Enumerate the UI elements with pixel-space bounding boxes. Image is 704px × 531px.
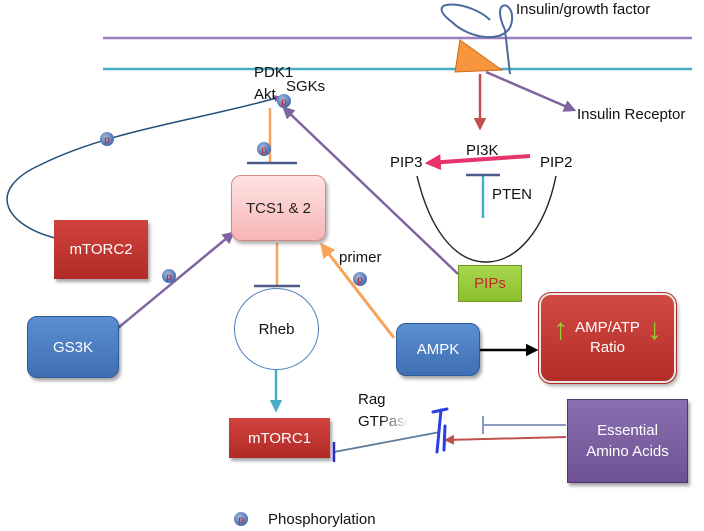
essential-line1: Essential (597, 422, 658, 439)
mtorc1-node: mTORC1 (229, 418, 330, 458)
ratio-down-arrow-icon: ↓ (647, 313, 662, 346)
ampk-to-tcs-arrow (320, 242, 396, 339)
svg-text:p: p (238, 515, 244, 526)
rag-to-mtorc1-line (333, 431, 441, 453)
ratio-text: AMP/ATP Ratio (575, 318, 640, 359)
svg-text:p: p (104, 135, 110, 146)
pip2-to-pip3-arrow (424, 154, 531, 171)
receptor-triangle-icon (454, 39, 504, 73)
insulin-ligand-icon (440, 3, 514, 75)
phospho-tcs-top-icon: p (257, 142, 271, 156)
pip2-label: PIP2 (540, 154, 573, 171)
essential-line2: Amino Acids (586, 443, 669, 460)
ratio-line2: Ratio (589, 339, 625, 356)
rag-inhibitor-mark-icon (431, 407, 449, 454)
rag-label: Rag (358, 391, 386, 408)
svg-text:p: p (166, 272, 172, 283)
sgks-label: SGKs (286, 78, 326, 95)
gs3k-node: GS3K (27, 316, 119, 378)
phospho-markers: p p p p p p (100, 94, 367, 526)
pips-to-akt-arrow (282, 106, 459, 275)
pips-node: PIPs (458, 265, 522, 302)
pten-label: PTEN (492, 186, 533, 203)
phospho-mtorc2-loop-icon: p (100, 132, 114, 146)
ratio-up-arrow-icon: ↑ (553, 313, 568, 346)
pi3k-label: PI3K (466, 142, 499, 159)
insulin-receptor-label: Insulin Receptor (577, 106, 686, 123)
amp-atp-ratio-node: ↑ AMP/ATP Ratio ↓ (538, 292, 677, 384)
mtorc2-to-akt-curve (6, 95, 282, 239)
ampk-node: AMPK (396, 323, 480, 376)
phospho-akt-icon: p (277, 94, 291, 108)
tcs-node: TCS1 & 2 (231, 175, 326, 241)
legend-phosphorylation-label: Phosphorylation (268, 511, 376, 528)
mtorc2-node: mTORC2 (54, 220, 148, 279)
primer-label: primer (339, 249, 382, 266)
insulin-growth-factor-label: Insulin/growth factor (516, 1, 651, 18)
essential-amino-acids-node: Essential Amino Acids (567, 399, 688, 483)
ratio-line1: AMP/ATP (575, 318, 640, 336)
pdk1-label: PDK1 (254, 64, 294, 81)
pip-cycle-curve (416, 175, 557, 263)
phospho-ampk-icon: p (353, 272, 367, 286)
rheb-node: Rheb (234, 288, 319, 370)
gtpases-label: GTPases (358, 413, 421, 430)
svg-text:p: p (357, 275, 363, 286)
phospho-legend-icon: p (234, 512, 248, 526)
essential-activation-arrow (444, 434, 567, 445)
phospho-gs3k-icon: p (162, 269, 176, 283)
receptor-label-arrow (485, 70, 577, 112)
svg-text:p: p (261, 145, 267, 156)
svg-text:p: p (281, 97, 287, 108)
pip3-label: PIP3 (390, 154, 423, 171)
akt-label: Akt (254, 86, 276, 103)
gs3k-to-tcs-arrow (117, 231, 235, 329)
